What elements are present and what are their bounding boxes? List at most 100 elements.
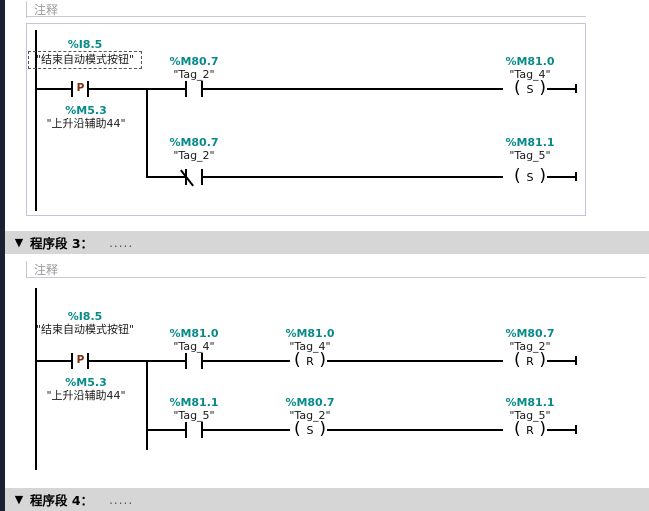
contact-bar-left [71,81,73,97]
contact-bar-right [201,169,203,185]
network-2-power-rail [35,30,37,211]
tag-name: "Tag_4" [289,340,331,353]
tag-name: "上升沿辅助44" [46,389,126,402]
network-2-rung-1-coil-label: %M81.0 "Tag_4" [488,55,572,81]
network-3-rung-2-set-coil[interactable]: ( S ) [293,419,327,440]
tag-name: "Tag_2" [173,68,215,81]
tag-address: %M5.3 [65,376,107,389]
tag-address: %M80.7 [169,136,219,149]
network-3-rung-1-p-contact-label: %I8.5 "结束自动模式按钮" [28,310,142,336]
comment-bar [26,260,27,278]
network-3-rung-1-reset-coil-2[interactable]: ( R ) [513,350,547,371]
tag-name: "Tag_5" [509,149,551,162]
network-2-comment-underline [26,16,586,17]
coil-paren-right: ) [319,419,326,439]
collapse-triangle-icon[interactable]: ▼ [14,493,24,506]
network-2-rung-1-contact-label: %M80.7 "Tag_2" [152,55,236,81]
network-2-rung-1-wire-d [203,88,503,90]
collapse-triangle-icon[interactable]: ▼ [14,236,24,249]
tag-address: %I8.5 [67,38,103,51]
network-2-rung-1-p-contact-label: %I8.5 "结束自动模式按钮" [28,38,142,69]
contact-bar-left [185,353,187,369]
coil-paren-left: ( [514,78,521,98]
tag-name: "Tag_5" [173,409,215,422]
comment-bar [26,0,27,18]
tag-name: "Tag_2" [289,409,331,422]
network-2-rung-1-contact-m807[interactable] [185,81,203,97]
network-2-rung-2-endcap [575,172,577,181]
network-2-comment-placeholder: 注释 [34,2,59,17]
coil-paren-right: ) [539,350,546,370]
network-3-rung-1-endcap [575,356,577,365]
network-3-comment-row[interactable]: 注释 [26,256,586,282]
tag-address: %M81.0 [285,327,335,340]
network-4-title: 程序段 4： [30,493,94,508]
network-2-rung-2-wire-b [203,176,503,178]
network-3-rung-1-p-contact[interactable]: P [71,353,89,369]
network-3-rung-2-reset-coil[interactable]: ( R ) [513,419,547,440]
network-2-rung-1-endcap [575,84,577,93]
coil-paren-left: ( [514,166,521,186]
network-2-rung-2-contact-label: %M80.7 "Tag_2" [152,136,236,162]
p-marker: P [76,82,85,94]
coil-paren-right: ) [539,166,546,186]
tag-address: %M81.0 [505,55,555,68]
contact-bar-right [87,353,89,369]
network-3-comment-underline [26,277,646,278]
network-3-rung-1-coil-2-label: %M80.7 "Tag_2" [488,327,572,353]
network-2-rung-1-wire-c [146,88,185,90]
network-2-rung-1-wire-a [35,88,71,90]
network-4-header[interactable]: ▼ 程序段 4： ..... [0,487,649,511]
network-2-rung-1-set-coil[interactable]: ( S ) [513,78,547,99]
network-3-rung-2-coil-1-label: %M80.7 "Tag_2" [268,396,352,422]
coil-paren-left: ( [514,419,521,439]
tag-address: %M80.7 [505,327,555,340]
p-marker: P [76,354,85,366]
network-4-title-dots: ..... [109,492,134,507]
network-2-branch-connector [146,88,148,178]
tag-name: "Tag_4" [173,340,215,353]
network-3-title-dots: ..... [109,235,134,250]
coil-marker: S [526,171,534,184]
network-3-rung-1-contact-m810[interactable] [185,353,203,369]
contact-bar-right [201,353,203,369]
network-3-rung-2-contact-m811[interactable] [185,422,203,438]
contact-bar-left [71,353,73,369]
network-2-rung-2-contact-m807-nc[interactable] [180,169,203,187]
network-3-title: 程序段 3： [30,236,94,251]
coil-paren-right: ) [319,350,326,370]
network-3-rung-2-wire-b [203,429,290,431]
network-2-comment-row[interactable]: 注释 [26,0,586,22]
network-2-rung-1-p-contact-sublabel: %M5.3 "上升沿辅助44" [22,104,150,130]
network-3-rung-1-p-contact-sublabel: %M5.3 "上升沿辅助44" [22,376,150,402]
network-3-rung-1-reset-coil-1[interactable]: ( R ) [293,350,327,371]
coil-paren-left: ( [514,350,521,370]
network-3-rung-1-wire-a [35,360,71,362]
network-3-branch-connector [146,360,148,450]
network-3-rung-1-wire-f [547,360,577,362]
network-2-rung-2-coil-label: %M81.1 "Tag_5" [488,136,572,162]
network-3-rung-2-coil-2-label: %M81.1 "Tag_5" [488,396,572,422]
network-3-rung-1-wire-d [203,360,290,362]
network-3-rung-1-wire-b [89,360,147,362]
network-3-rung-1-coil-1-label: %M81.0 "Tag_4" [268,327,352,353]
network-2-rung-1-wire-e [547,88,577,90]
network-2-rung-1-p-contact[interactable]: P [71,81,89,97]
coil-marker: R [526,355,534,368]
tag-address: %M81.0 [169,327,219,340]
tag-name[interactable]: "结束自动模式按钮" [35,323,135,336]
tag-address: %M81.1 [505,136,555,149]
coil-paren-left: ( [294,350,301,370]
coil-marker: S [526,83,534,96]
contact-bar-right [201,81,203,97]
tag-name: "Tag_4" [509,68,551,81]
network-2-rung-2-set-coil[interactable]: ( S ) [513,166,547,187]
tag-address: %M81.1 [505,396,555,409]
contact-bar-left [185,81,187,97]
tag-name: "上升沿辅助44" [46,117,126,130]
network-3-header[interactable]: ▼ 程序段 3： ..... [0,230,649,254]
tag-name[interactable]: "结束自动模式按钮" [28,51,142,69]
network-3-rung-2-wire-d [547,429,577,431]
contact-bar-right [87,81,89,97]
